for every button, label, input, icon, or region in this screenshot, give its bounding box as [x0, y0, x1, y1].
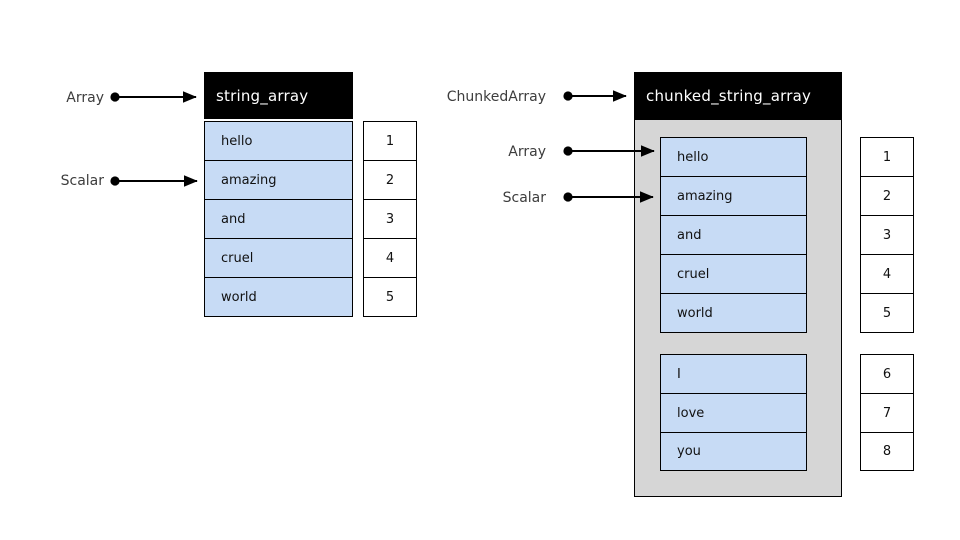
right-chunkedarray-title-text: chunked_string_array — [646, 86, 812, 105]
left-index-cell-3: 4 — [364, 239, 416, 278]
left-value-cell-3: cruel — [205, 239, 352, 278]
right-chunk-0-table: hello amazing and cruel world — [660, 137, 807, 333]
left-array-title-bar: string_array — [204, 72, 353, 119]
right-chunkedarray-connector — [563, 90, 627, 102]
right-chunk-1-cell-1: love — [661, 394, 806, 433]
right-index-table-group-1: 6 7 8 — [860, 354, 914, 471]
left-index-cell-1: 2 — [364, 161, 416, 200]
right-annotation-scalar-label: Scalar — [502, 190, 546, 206]
right-index-cell-6: 7 — [861, 394, 913, 433]
right-chunk-0-cell-4: world — [661, 294, 806, 332]
left-value-cell-4: world — [205, 278, 352, 316]
left-value-cell-0: hello — [205, 122, 352, 161]
left-index-cell-0: 1 — [364, 122, 416, 161]
left-value-table: hello amazing and cruel world — [204, 121, 353, 317]
right-index-cell-0: 1 — [861, 138, 913, 177]
right-index-cell-2: 3 — [861, 216, 913, 255]
right-chunk-1-cell-2: you — [661, 433, 806, 470]
right-index-cell-4: 5 — [861, 294, 913, 332]
right-annotation-array-label: Array — [508, 144, 546, 160]
right-index-cell-5: 6 — [861, 355, 913, 394]
right-index-cell-1: 2 — [861, 177, 913, 216]
left-annotation-scalar-label: Scalar — [60, 173, 104, 189]
right-chunk-0-cell-2: and — [661, 216, 806, 255]
left-array-connector — [110, 91, 197, 103]
left-array-title-text: string_array — [216, 86, 309, 105]
right-chunkedarray-title-bar: chunked_string_array — [634, 72, 842, 119]
right-chunk-1-table: I love you — [660, 354, 807, 471]
right-index-cell-3: 4 — [861, 255, 913, 294]
left-scalar-connector — [110, 175, 198, 187]
right-chunk-1-cell-0: I — [661, 355, 806, 394]
right-chunk-0-cell-0: hello — [661, 138, 806, 177]
right-index-table-group-0: 1 2 3 4 5 — [860, 137, 914, 333]
left-annotation-array-label: Array — [66, 90, 104, 106]
right-index-cell-7: 8 — [861, 433, 913, 470]
left-index-cell-4: 5 — [364, 278, 416, 316]
right-annotation-chunkedarray-label: ChunkedArray — [446, 89, 546, 105]
left-value-cell-2: and — [205, 200, 352, 239]
right-chunk-0-cell-1: amazing — [661, 177, 806, 216]
left-index-cell-2: 3 — [364, 200, 416, 239]
left-value-cell-1: amazing — [205, 161, 352, 200]
right-chunk-0-cell-3: cruel — [661, 255, 806, 294]
left-index-table: 1 2 3 4 5 — [363, 121, 417, 317]
